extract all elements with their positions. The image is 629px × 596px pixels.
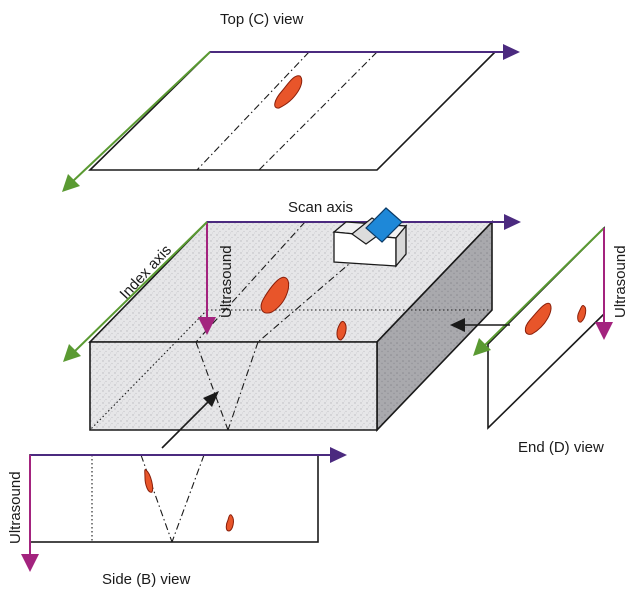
top-c-view-panel [62, 44, 520, 192]
flaw-indication-icon [274, 75, 303, 109]
scan-axis-label: Scan axis [288, 199, 353, 216]
index-arrowhead-block [63, 344, 81, 362]
scan-arrowhead-side [330, 447, 347, 463]
projection-arrow-side [203, 391, 219, 407]
end-view-label: End (D) view [518, 439, 604, 456]
ultrasound-label-end: Ultrasound [612, 245, 629, 318]
probe-face [365, 207, 403, 243]
flaw-indication-icon [336, 320, 347, 341]
flaw-indication-icon [260, 276, 290, 314]
side-view-label: Side (B) view [102, 571, 191, 588]
scan-arrowhead-top [503, 44, 520, 60]
ultrasound-label-side: Ultrasound [7, 471, 24, 544]
index-arrowhead-end [473, 338, 491, 356]
projection-arrow-end [450, 318, 465, 332]
flaw-indication-icon [225, 514, 234, 532]
side-b-view-panel [21, 447, 347, 572]
ultrasonic-probe-icon [332, 207, 408, 268]
test-block [63, 214, 521, 432]
ultrasound-arrowhead-side [21, 554, 39, 572]
end-d-view-panel [473, 226, 613, 430]
ultrasound-arrowhead-end [595, 322, 613, 340]
flaw-indication-icon [577, 305, 587, 323]
ultrasound-arrowhead-block [198, 317, 216, 335]
index-arrowhead-top [62, 174, 80, 192]
block-front-face [89, 341, 378, 431]
flaw-indication-icon [524, 302, 552, 335]
scan-arrowhead-block [504, 214, 521, 230]
top-view-label: Top (C) view [220, 11, 304, 28]
ultrasound-label-block: Ultrasound [218, 245, 235, 318]
flaw-indication-icon [144, 469, 154, 493]
